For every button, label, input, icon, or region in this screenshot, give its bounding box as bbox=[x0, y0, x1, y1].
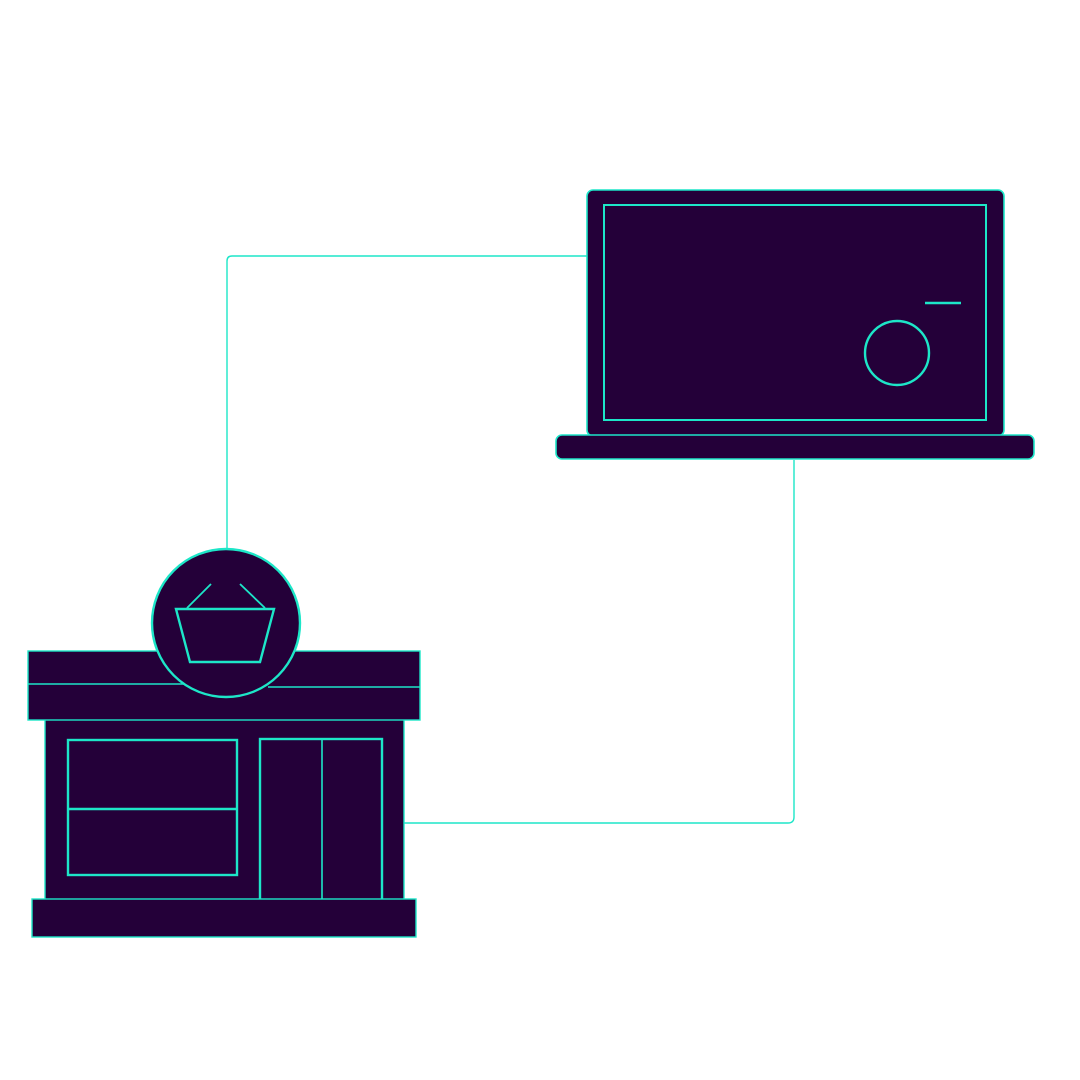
basket-badge-circle bbox=[150, 547, 302, 699]
basket-body bbox=[174, 607, 276, 664]
basket-handle-left bbox=[186, 583, 212, 609]
store-window bbox=[66, 738, 239, 877]
screen-circle-icon bbox=[863, 319, 931, 387]
connector-store-to-laptop bbox=[226, 255, 587, 548]
shopping-basket-icon bbox=[174, 583, 276, 664]
connector-laptop-to-store bbox=[404, 460, 795, 824]
storefront-icon bbox=[27, 650, 421, 938]
store-door bbox=[258, 737, 384, 904]
basket-handle-right bbox=[239, 583, 266, 609]
laptop-icon bbox=[555, 189, 1035, 460]
store-base bbox=[31, 898, 417, 938]
laptop-base bbox=[555, 434, 1035, 460]
shopping-basket-badge bbox=[150, 547, 302, 699]
connector-lines bbox=[226, 255, 795, 824]
laptop-screen bbox=[603, 204, 987, 421]
